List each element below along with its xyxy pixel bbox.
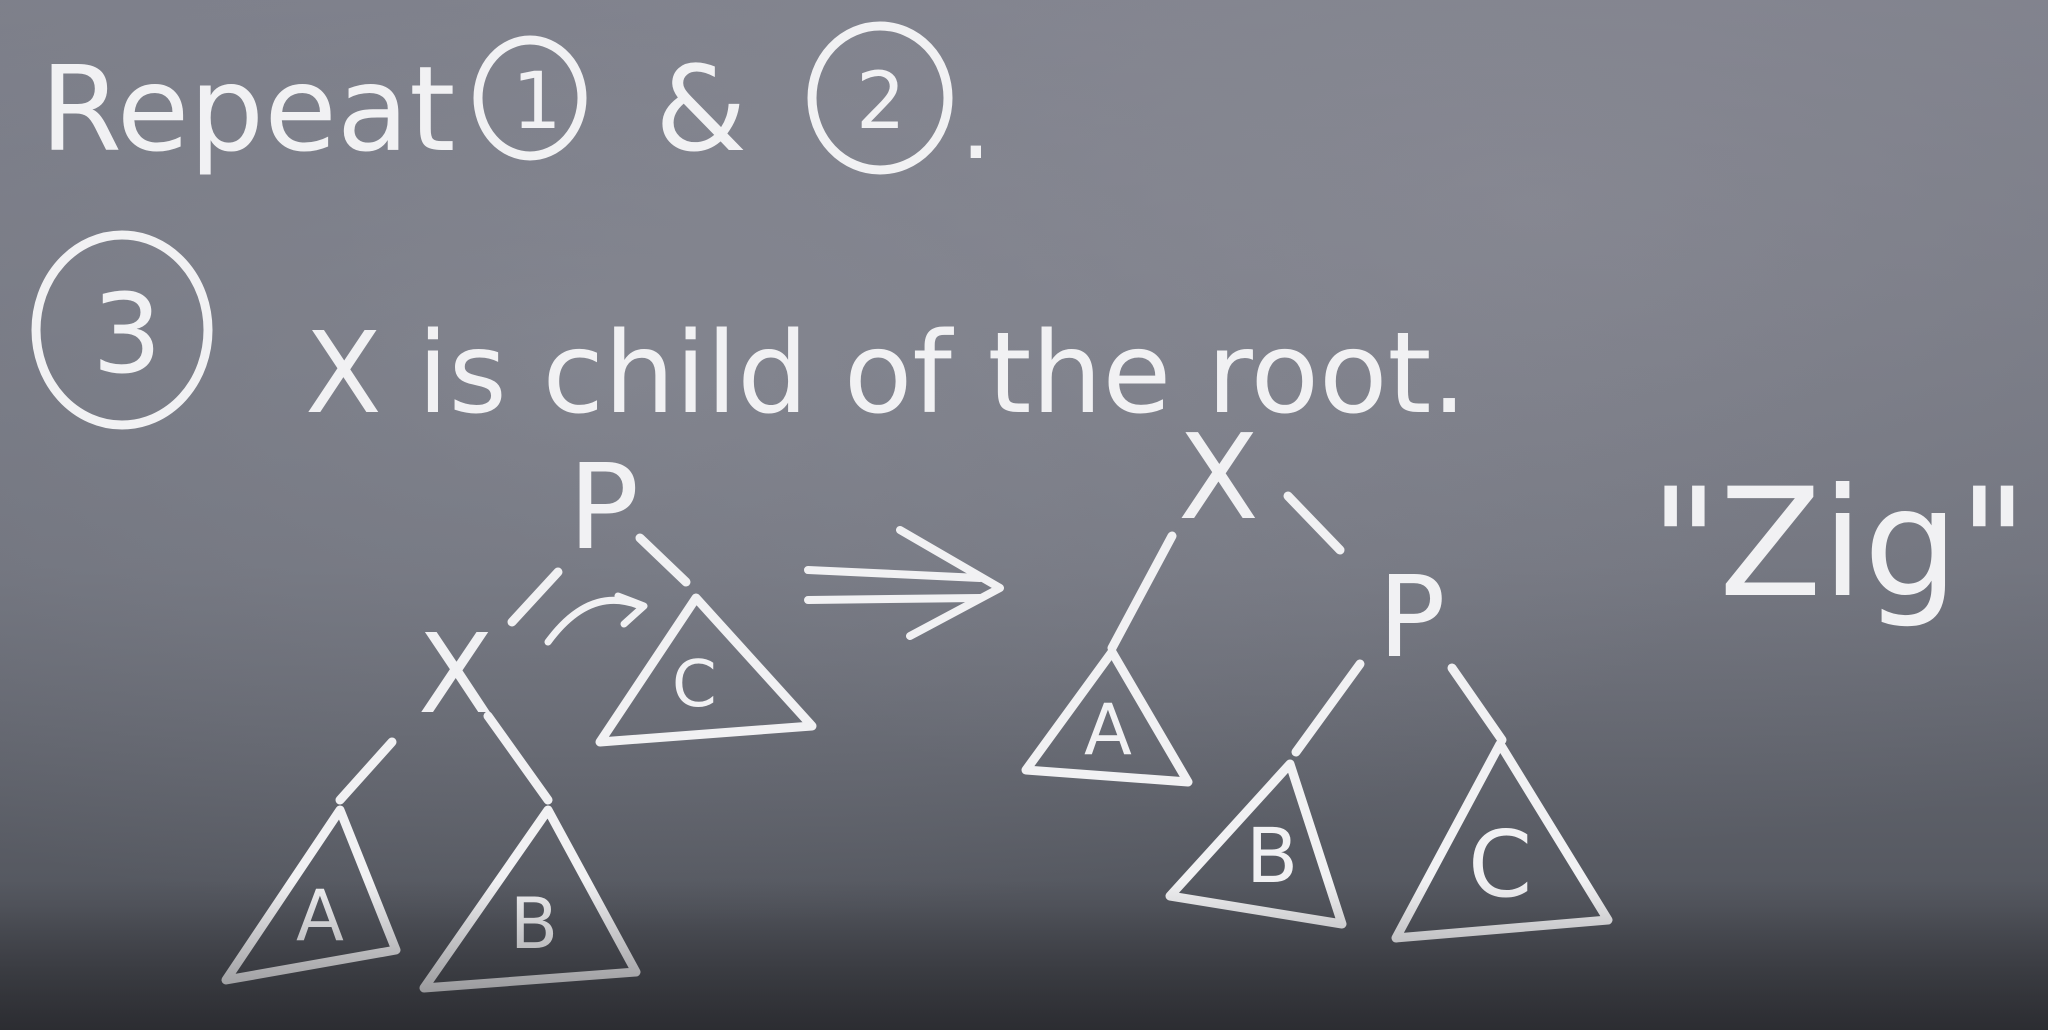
before-edge-p-c (635, 533, 691, 587)
step-2-circle (807, 21, 953, 175)
repeat-word: Repeat (40, 40, 455, 178)
after-edge-p-b (1291, 659, 1365, 757)
implies-arrow-bottom (804, 594, 984, 604)
before-edge-x-a (335, 737, 397, 805)
before-edge-p-x (507, 567, 563, 627)
step-3-number: 3 (92, 270, 162, 398)
after-edge-p-c (1447, 663, 1507, 745)
after-subtree-a (1021, 647, 1193, 787)
after-subtree-b-label: B (1246, 811, 1298, 900)
after-subtree-c-label: C (1468, 811, 1532, 918)
before-subtree-b-label: B (510, 883, 558, 965)
before-subtree-c (595, 593, 817, 747)
ampersand: & (655, 40, 747, 178)
before-subtree-b (419, 805, 641, 993)
step-3-circle (31, 230, 213, 430)
before-root-p: P (568, 438, 639, 576)
after-subtree-a-label: A (1084, 689, 1132, 771)
implies-arrowhead (896, 526, 1004, 640)
after-edge-x-a (1107, 531, 1177, 653)
step-1-circle (473, 35, 587, 161)
step-2-number: 2 (856, 57, 906, 147)
step-3-text: X is child of the root. (305, 309, 1467, 439)
period: . (960, 65, 992, 182)
after-child-p: P (1378, 553, 1446, 683)
after-root-x: X (1178, 408, 1259, 546)
before-child-x: X (418, 610, 493, 738)
before-subtree-c-label: C (672, 648, 717, 722)
zig-label: "Zig" (1650, 457, 2028, 631)
before-edge-x-b (483, 711, 553, 805)
after-edge-x-p (1283, 491, 1345, 555)
rotation-arrowhead (614, 592, 648, 628)
before-subtree-a-label: A (296, 875, 344, 957)
before-subtree-a (221, 805, 401, 985)
implies-arrow-top (804, 566, 984, 582)
step-1-number: 1 (512, 57, 562, 147)
